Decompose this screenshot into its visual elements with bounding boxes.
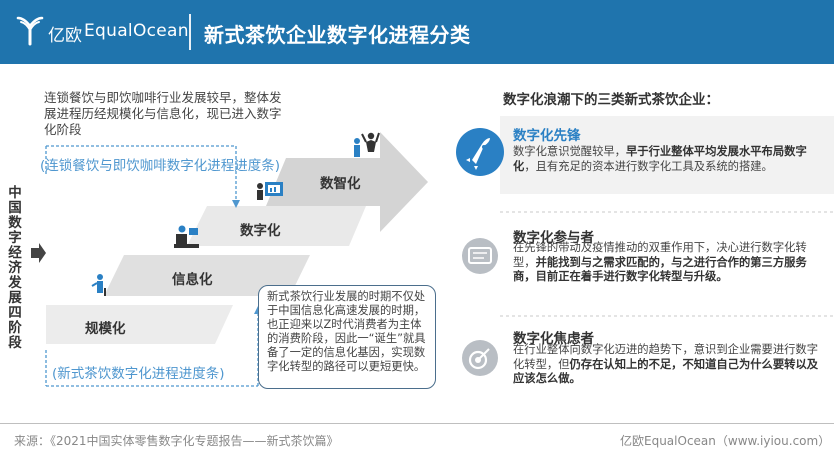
celebrating-people-icon: [354, 132, 380, 157]
right-decor: [456, 116, 834, 376]
logo-english-text: EqualOcean: [84, 21, 189, 41]
card-participant-text: 在先锋的带动及疫情推动的双重作用下，决心进行数字化转型，并能找到与之需求匹配的，…: [513, 241, 807, 283]
header-bar: 亿欧 EqualOcean 新式茶饮企业数字化进程分类: [0, 0, 834, 64]
stage-label-info: 信息化: [172, 272, 213, 288]
card-pioneer-title: 数字化先锋: [513, 128, 581, 144]
intro-text: 连锁餐饮与即饮咖啡行业发展较早，整体发展进程历经规模化与信息化，现已进入数字化阶…: [44, 90, 282, 137]
logo-chinese-text: 亿欧: [48, 26, 82, 46]
vertical-stage-label: 中国数字经济发展四阶段: [8, 185, 22, 351]
callout-box: 新式茶饮行业发展的时期不仅处于中国信息化高速发展的时期，也正迎来以Z时代消费者为…: [258, 285, 436, 389]
card-participant-title: 数字化参与者: [513, 230, 594, 246]
card-anxious-title: 数字化焦虑者: [513, 331, 594, 347]
footer-divider: [0, 423, 834, 424]
stage-band-scale: [46, 305, 233, 344]
worker-figure-icon: [91, 274, 106, 296]
tea-progress-label: (新式茶饮数字化进程进度条): [52, 366, 225, 382]
equalocean-logo-icon: [16, 16, 44, 46]
card-pioneer-text: 数字化意识觉醒较早，早于行业整体平均发展水平布局数字化，且有充足的资本进行数字化…: [513, 145, 807, 173]
footer-brand: 亿欧EqualOcean（www.iyiou.com）: [620, 434, 831, 448]
right-section-title: 数字化浪潮下的三类新式茶饮企业：: [503, 92, 719, 108]
stage-band-info: [104, 255, 310, 296]
card-pioneer-highlight: [500, 116, 834, 194]
axis-arrow-icon: [31, 243, 46, 263]
stage-label-digital: 数字化: [240, 223, 281, 239]
stage-arrow-intelligent: [266, 132, 428, 232]
computer-user-icon: [257, 182, 283, 200]
stage-band-digital: [187, 206, 366, 246]
office-worker-icon: [174, 225, 199, 248]
page-title: 新式茶饮企业数字化进程分类: [204, 23, 471, 47]
footer-source: 来源：《2021中国实体零售数字化专题报告——新式茶饮篇》: [14, 434, 339, 448]
stage-label-intelligent: 数智化: [320, 176, 361, 192]
chain-progress-label: (连锁餐饮与即饮咖啡数字化进程进度条): [40, 158, 281, 174]
header-divider: [189, 14, 191, 50]
card-anxious-text: 在行业整体向数字化迈进的趋势下，意识到企业需要进行数字化转型，但仍存在认知上的不…: [513, 343, 819, 385]
stage-label-scale: 规模化: [85, 321, 126, 337]
screen-icon: [462, 238, 498, 274]
